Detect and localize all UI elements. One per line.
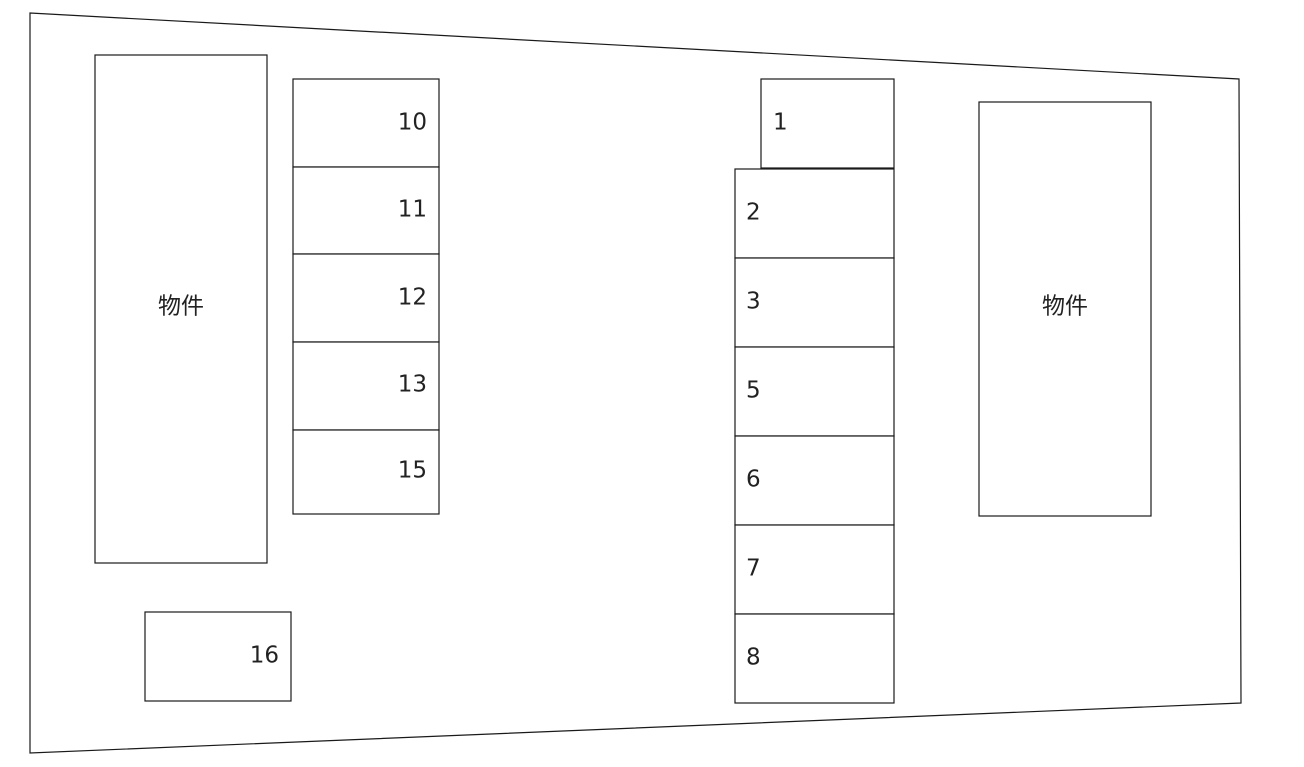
parking-space-7: 7 <box>734 524 895 615</box>
parking-space-15: 15 <box>292 429 440 515</box>
parking-space-13: 13 <box>292 341 440 431</box>
parking-space-label: 8 <box>746 645 761 671</box>
parking-space-10: 10 <box>292 78 440 168</box>
building-right: 物件 <box>978 101 1152 517</box>
parking-space-label: 15 <box>398 458 427 484</box>
parking-space-label: 7 <box>746 556 761 582</box>
parking-space-5: 5 <box>734 346 895 437</box>
parking-space-label: 12 <box>398 285 427 311</box>
parking-space-12: 12 <box>292 253 440 343</box>
parking-space-label: 10 <box>398 110 427 136</box>
parking-space-11: 11 <box>292 166 440 255</box>
parking-space-2: 2 <box>734 168 895 259</box>
parking-space-label: 2 <box>746 200 761 226</box>
parking-space-label: 13 <box>398 372 427 398</box>
parking-space-1: 1 <box>760 78 895 169</box>
parking-space-label: 3 <box>746 289 761 315</box>
parking-space-label: 6 <box>746 467 761 493</box>
building-left-label: 物件 <box>158 294 204 320</box>
parking-space-6: 6 <box>734 435 895 526</box>
parking-space-label: 16 <box>250 643 279 669</box>
building-left: 物件 <box>94 54 268 564</box>
parking-space-label: 11 <box>398 197 427 223</box>
lot-boundary <box>29 12 1242 754</box>
parking-space-label: 1 <box>773 110 788 136</box>
parking-space-3: 3 <box>734 257 895 348</box>
building-right-label: 物件 <box>1042 294 1088 320</box>
parking-space-16: 16 <box>144 611 292 702</box>
parking-space-8: 8 <box>734 613 895 704</box>
parking-space-label: 5 <box>746 378 761 404</box>
